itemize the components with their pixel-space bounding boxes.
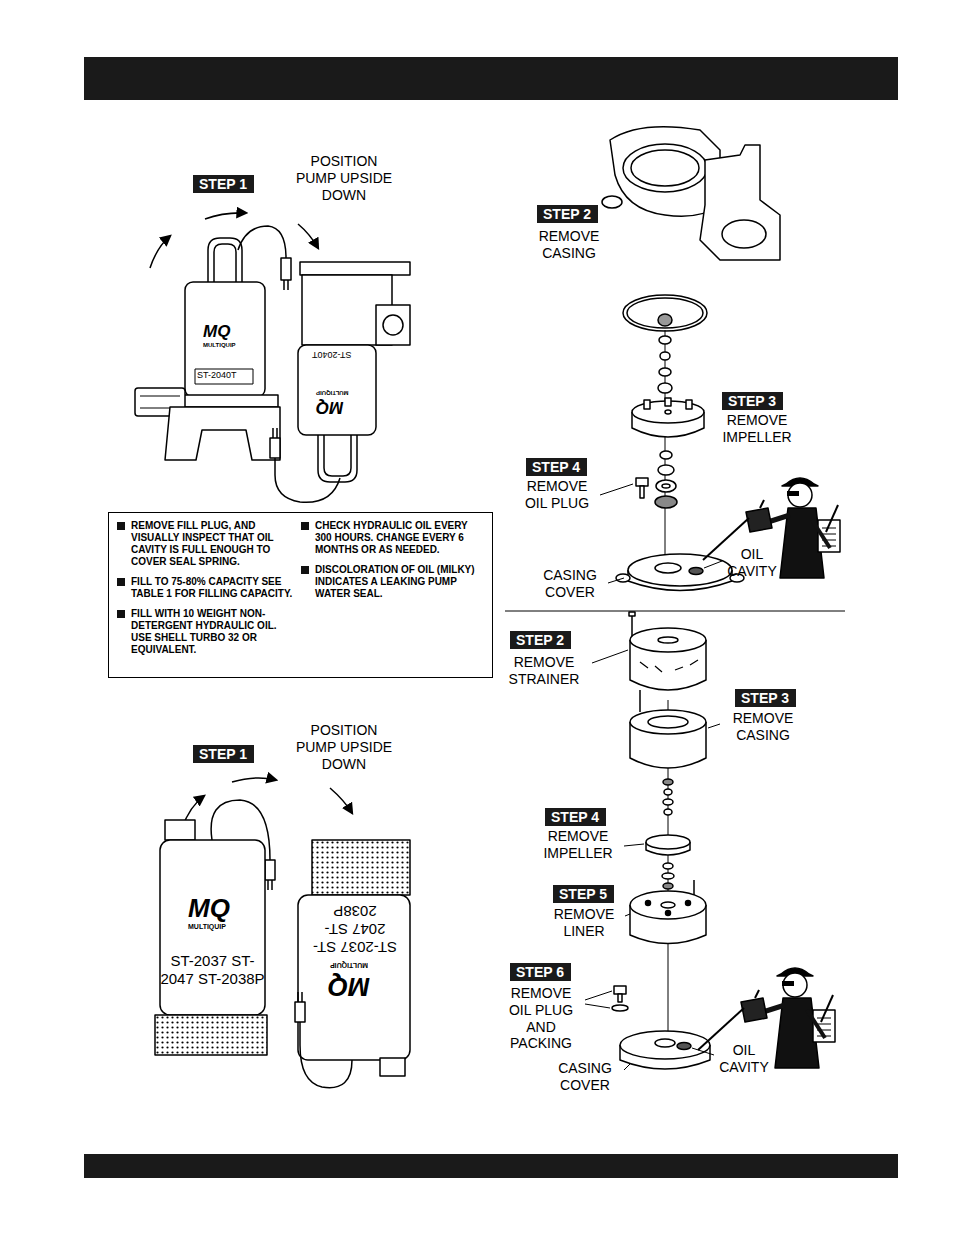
step-badge: STEP 1 [193,745,254,763]
part-label: CASING COVER [548,1060,622,1094]
model-number: ST-2037 ST-2047 ST-2038P [305,902,405,956]
model-number: ST-2040T [312,350,352,359]
brand-name: MULTIQUIP [188,923,226,930]
step-number: STEP 3 [728,392,777,410]
instruction: POSITION PUMP UPSIDE DOWN [290,722,398,772]
step-description: REMOVE IMPELLER [534,828,622,862]
step-number: STEP 1 [199,175,248,193]
brand-logo: MQ [188,893,230,924]
note-item: CHECK HYDRAULIC OIL EVERY 300 HOURS. CHA… [301,520,487,556]
step-badge: STEP 4 [526,458,587,476]
note-item: REMOVE FILL PLUG, AND VISUALLY INSPECT T… [117,520,293,568]
model-number: ST-2040T [197,371,237,380]
step-number: STEP 4 [551,808,600,826]
step-number: STEP 2 [516,631,565,649]
instruction: POSITION PUMP UPSIDE DOWN [290,153,398,203]
step-number: STEP 1 [199,745,248,763]
brand-logo: MQ [316,397,343,417]
notes-box: REMOVE FILL PLUG, AND VISUALLY INSPECT T… [108,512,493,678]
part-label: OIL CAVITY [716,1042,772,1076]
model-number: ST-2037 ST-2047 ST-2038P [160,952,265,988]
step-number: STEP 4 [532,458,581,476]
brand-name: MULTIQUIP [203,342,236,348]
step-number: STEP 6 [516,963,565,981]
part-label: CASING COVER [534,567,606,601]
step-description: REMOVE STRAINER [498,654,590,688]
step-badge: STEP 1 [193,175,254,193]
brand-logo: MQ [203,322,230,342]
step-description: REMOVE OIL PLUG [516,478,598,512]
brand-name: MULTIQUIP [316,390,349,396]
step-description: REMOVE LINER [545,906,623,940]
brand-logo: MQ [328,971,370,1002]
step-description: REMOVE IMPELLER [714,412,800,446]
step-badge: STEP 3 [735,689,796,707]
step-badge: STEP 4 [545,808,606,826]
step-badge: STEP 5 [553,885,614,903]
step-number: STEP 5 [559,885,608,903]
part-label: OIL CAVITY [724,546,780,580]
note-item: FILL WITH 10 WEIGHT NON-DETERGENT HYDRAU… [117,608,293,656]
step-badge: STEP 3 [722,392,783,410]
step-description: REMOVE CASING [722,710,804,744]
step-number: STEP 3 [741,689,790,707]
step-badge: STEP 2 [537,205,598,223]
step-description: REMOVE CASING [528,228,610,262]
brand-name: MULTIQUIP [330,962,368,969]
note-item: FILL TO 75-80% CAPACITY SEE TABLE 1 FOR … [117,576,293,600]
step-number: STEP 2 [543,205,592,223]
step-badge: STEP 2 [510,631,571,649]
note-item: DISCOLORATION OF OIL (MILKY) INDICATES A… [301,564,487,600]
step-description: REMOVE OIL PLUG AND PACKING [500,985,582,1052]
step-badge: STEP 6 [510,963,571,981]
